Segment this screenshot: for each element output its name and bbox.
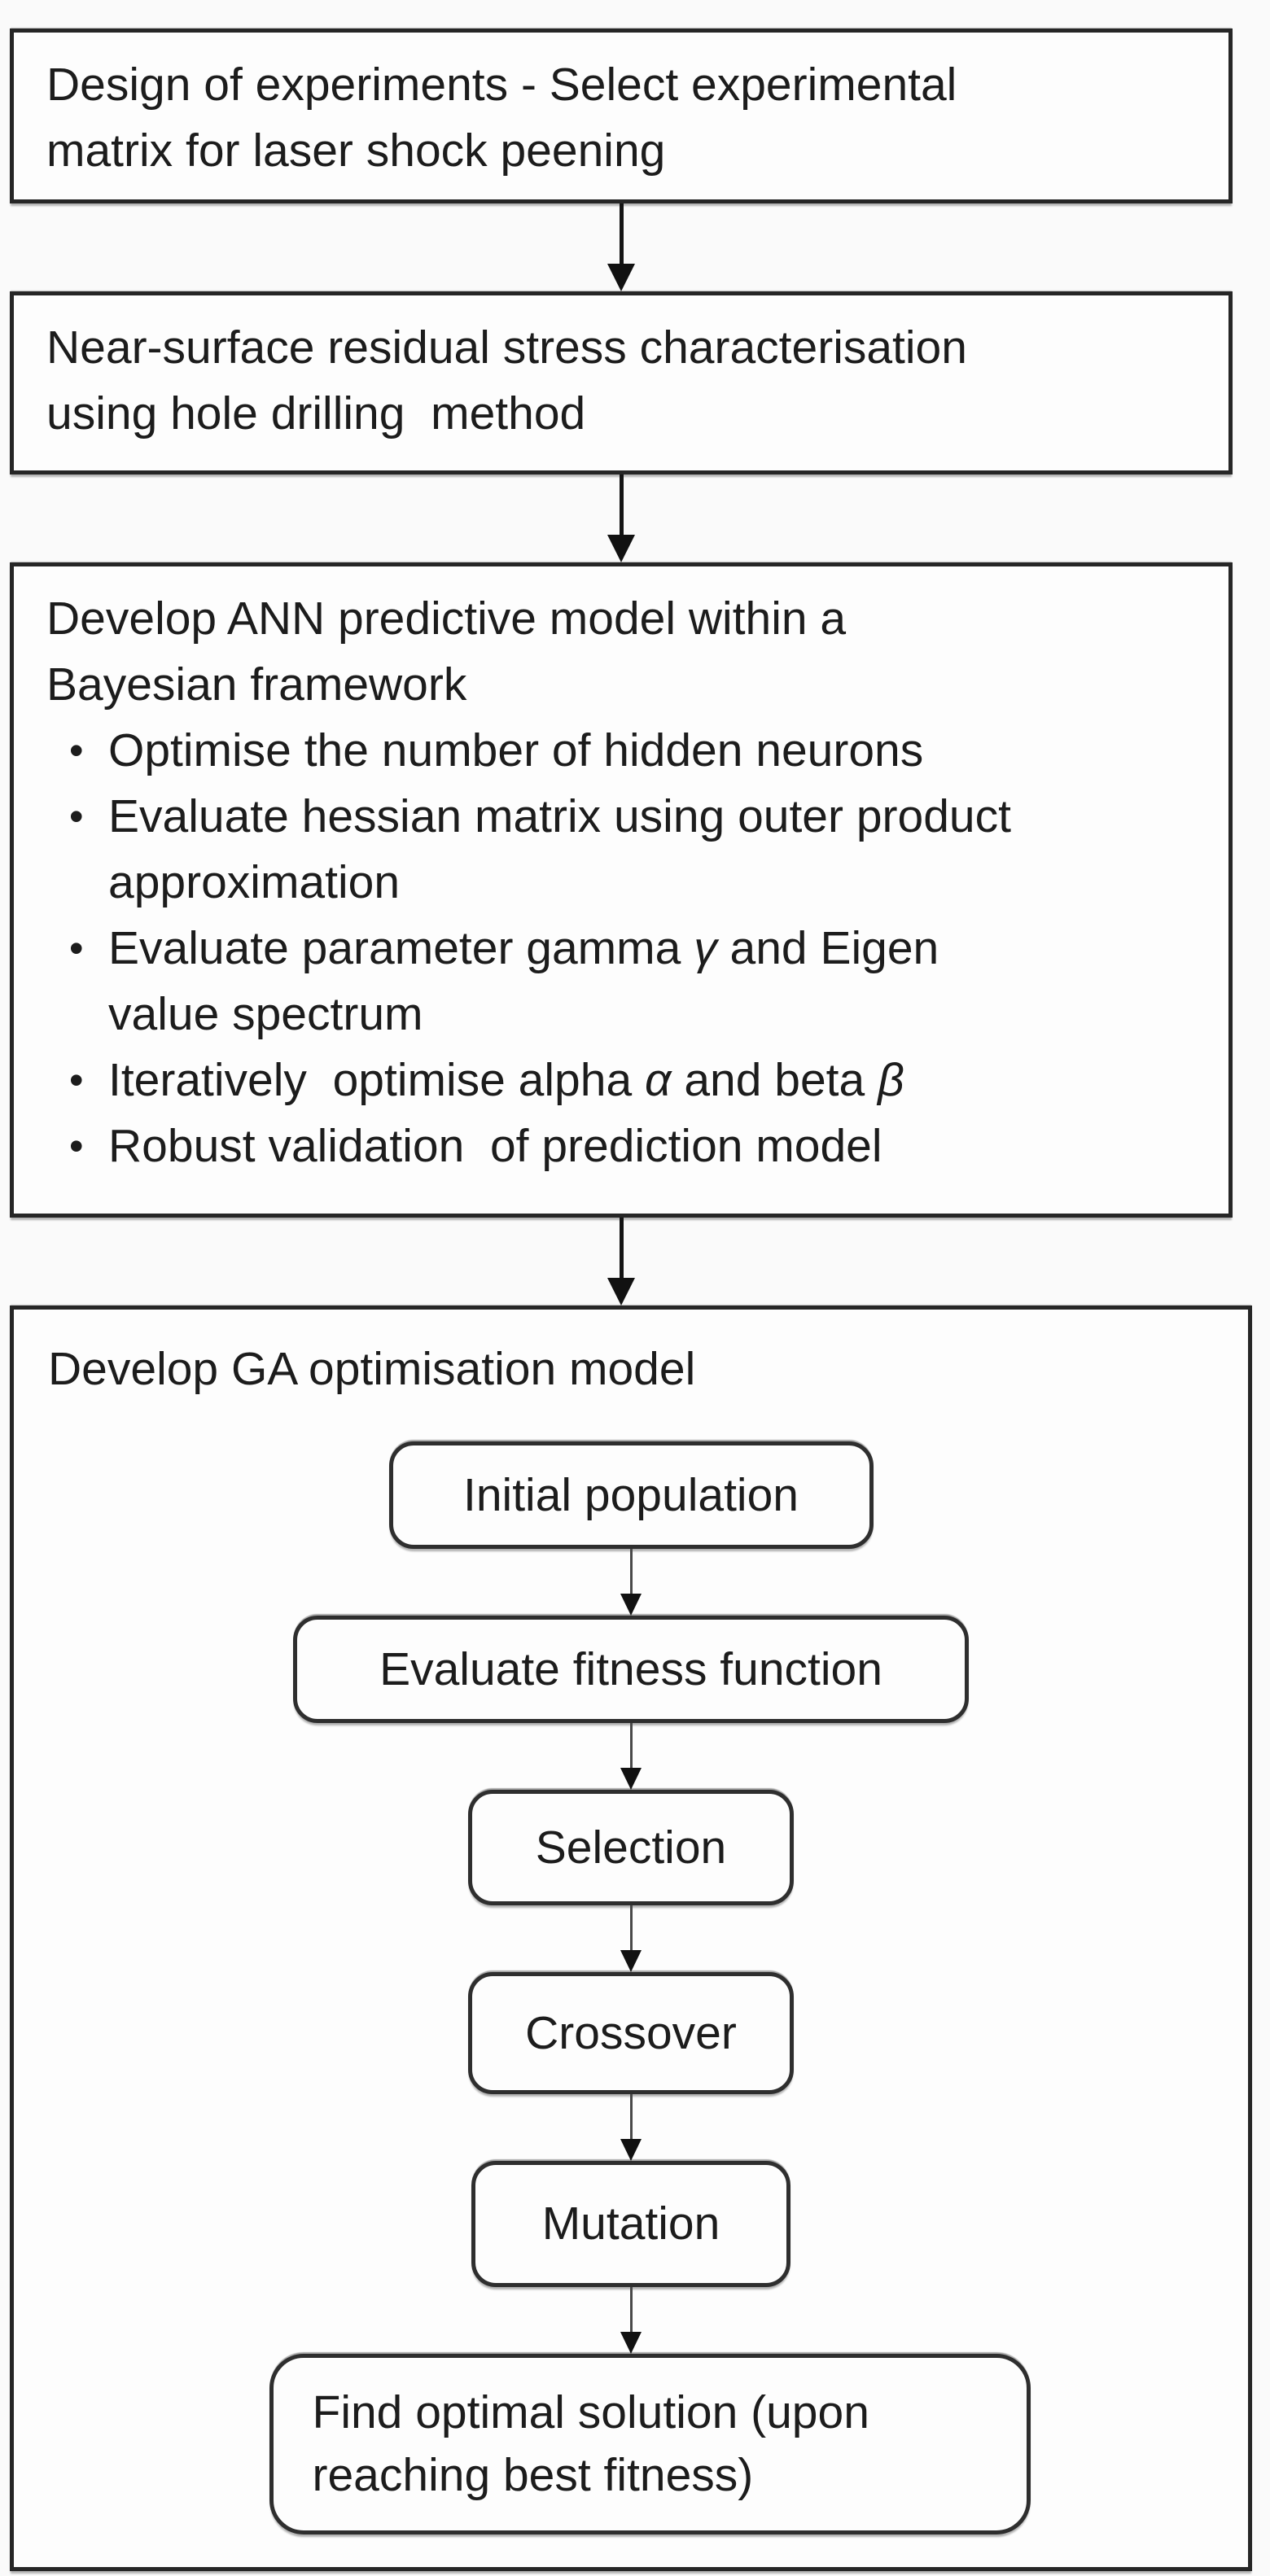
bullet-icon: • [69, 793, 84, 839]
ga-step-evaluate-fitness: Evaluate fitness function [293, 1616, 969, 1724]
bullet-text-segment: Iteratively optimise alpha [108, 1053, 645, 1106]
flow-connector-3 [10, 1218, 1233, 1305]
flow-line [629, 1549, 633, 1594]
ga-step-label: Mutation [541, 2198, 720, 2250]
arrow-down-icon [607, 264, 635, 291]
ann-bullet-alpha-beta: • Iteratively optimise alpha α and beta … [46, 1047, 1196, 1113]
bullet-text: Optimise the number of hidden neurons [108, 724, 924, 776]
beta-symbol: β [878, 1053, 904, 1106]
arrow-down-icon [620, 1594, 642, 1616]
arrow-down-icon [620, 1950, 642, 1973]
arrow-down-icon [607, 535, 635, 562]
bullet-text: Robust validation of prediction model [108, 1119, 882, 1172]
ga-box-title: Develop GA optimisation model [48, 1343, 696, 1395]
flow-line [619, 1218, 624, 1278]
process-box-ann-model: Develop ANN predictive model within a Ba… [10, 562, 1233, 1218]
ga-step-label: Initial population [463, 1468, 799, 1521]
flow-line [629, 1905, 633, 1951]
process-box-design-of-experiments: Design of experiments - Select experimen… [10, 28, 1233, 203]
flow-line [619, 475, 624, 535]
flow-line [619, 203, 624, 264]
bullet-icon: • [69, 727, 84, 773]
bullet-text: Iteratively optimise alpha α and beta β [108, 1047, 1196, 1113]
arrow-down-icon [607, 1278, 635, 1305]
bullet-text-segment: and Eigen value spectrum [108, 921, 939, 1040]
ann-bullet-gamma-eigen: • Evaluate parameter gamma γ and Eigen v… [46, 916, 1196, 1047]
ann-bullet-hidden-neurons: • Optimise the number of hidden neurons [46, 718, 1196, 784]
bullet-text-segment: Evaluate parameter gamma [108, 921, 694, 974]
ga-connector-1 [620, 1549, 642, 1616]
bullet-icon: • [69, 1056, 84, 1103]
ga-connector-5 [620, 2287, 642, 2355]
flow-line [629, 2094, 633, 2140]
bullet-text: Evaluate parameter gamma γ and Eigen val… [108, 916, 1196, 1047]
ann-bullet-robust-validation: • Robust validation of prediction model [46, 1113, 1196, 1179]
flow-line [629, 1723, 633, 1769]
ga-step-label: Selection [535, 1821, 727, 1874]
bullet-text: Evaluate hessian matrix using outer prod… [108, 789, 1011, 908]
process-box-residual-stress: Near-surface residual stress characteris… [10, 291, 1233, 475]
ann-box-title: Develop ANN predictive model within a Ba… [46, 593, 847, 711]
gamma-symbol: γ [694, 921, 717, 974]
ga-connector-2 [620, 1723, 642, 1791]
ga-step-initial-population: Initial population [388, 1441, 874, 1550]
flow-line [629, 2287, 633, 2333]
process-box-ga-model: Develop GA optimisation model Initial po… [10, 1305, 1252, 2572]
ga-steps-column: Initial population Evaluate fitness func… [14, 1441, 1248, 2535]
ga-step-mutation: Mutation [471, 2161, 790, 2288]
ga-step-label: Find optimal solution (upon reaching bes… [312, 2386, 869, 2502]
ga-step-crossover: Crossover [468, 1972, 794, 2095]
ga-step-label: Evaluate fitness function [379, 1642, 882, 1695]
flow-connector-2 [10, 475, 1233, 562]
ga-connector-4 [620, 2094, 642, 2162]
bullet-icon: • [69, 1122, 84, 1169]
process-box-design-of-experiments-text: Design of experiments - Select experimen… [46, 59, 957, 177]
bullet-text-segment: and beta [671, 1053, 878, 1106]
ga-step-label: Crossover [525, 2006, 737, 2059]
alpha-symbol: α [644, 1053, 672, 1106]
flow-connector-1 [10, 203, 1233, 291]
arrow-down-icon [620, 2332, 642, 2355]
arrow-down-icon [620, 2139, 642, 2162]
ga-step-selection: Selection [468, 1790, 794, 1906]
process-box-residual-stress-text: Near-surface residual stress characteris… [46, 321, 967, 440]
bullet-icon: • [69, 925, 84, 971]
ann-bullet-hessian-matrix: • Evaluate hessian matrix using outer pr… [46, 784, 1196, 916]
arrow-down-icon [620, 1768, 642, 1791]
ga-step-find-optimal-solution: Find optimal solution (upon reaching bes… [269, 2354, 1031, 2535]
ga-connector-3 [620, 1905, 642, 1973]
